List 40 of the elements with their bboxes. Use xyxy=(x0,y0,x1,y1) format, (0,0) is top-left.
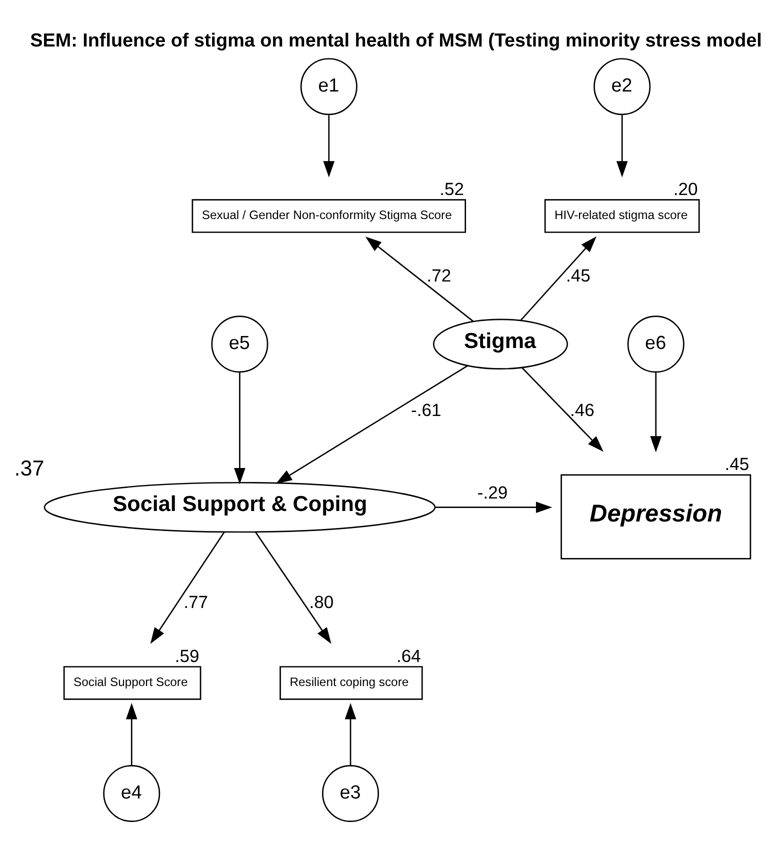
edge-label: .72 xyxy=(426,265,452,286)
node-ellipse: Stigma xyxy=(432,318,568,370)
arrow xyxy=(522,367,604,452)
arrow xyxy=(520,236,596,320)
node-circle: e5 xyxy=(211,316,268,373)
node-label: .20 xyxy=(673,178,698,199)
arrow xyxy=(435,502,552,513)
edge-label: .46 xyxy=(570,400,594,420)
arrow xyxy=(276,365,468,484)
diagram-title: SEM: Influence of stigma on mental health of MSM (Testing minority stress model xyxy=(30,30,762,52)
node-circle: e4 xyxy=(103,764,160,822)
edge-label: .45 xyxy=(566,265,590,286)
arrow xyxy=(344,703,356,766)
node-circle: e6 xyxy=(627,316,684,373)
edge-label: .80 xyxy=(309,592,334,612)
arrow xyxy=(255,532,332,644)
edge-label: -.29 xyxy=(477,482,508,502)
node-label: .52 xyxy=(440,178,464,199)
node-box: Social Support Score xyxy=(63,666,202,700)
node-box: Sexual / Gender Non-conformity Stigma Score xyxy=(192,199,466,233)
arrow xyxy=(365,236,474,322)
arrow xyxy=(323,115,335,178)
node-label: .59 xyxy=(174,646,200,666)
node-box: Resilient coping score xyxy=(280,666,423,700)
node-label: .64 xyxy=(396,646,421,666)
arrow xyxy=(650,372,662,452)
arrow xyxy=(234,372,246,484)
node-box: Depression xyxy=(560,474,752,560)
node-label: .45 xyxy=(724,454,750,474)
node-circle: e1 xyxy=(300,58,358,116)
arrow xyxy=(616,115,628,178)
arrow xyxy=(126,703,138,766)
node-circle: e3 xyxy=(322,764,380,822)
edge-label: -.61 xyxy=(411,400,442,420)
node-box: HIV-related stigma score xyxy=(544,199,700,233)
node-circle: e2 xyxy=(594,58,651,116)
node-label: .37 xyxy=(14,455,44,480)
node-ellipse: Social Support & Coping xyxy=(44,482,436,533)
edge-label: .77 xyxy=(184,592,208,612)
arrow xyxy=(150,532,225,644)
